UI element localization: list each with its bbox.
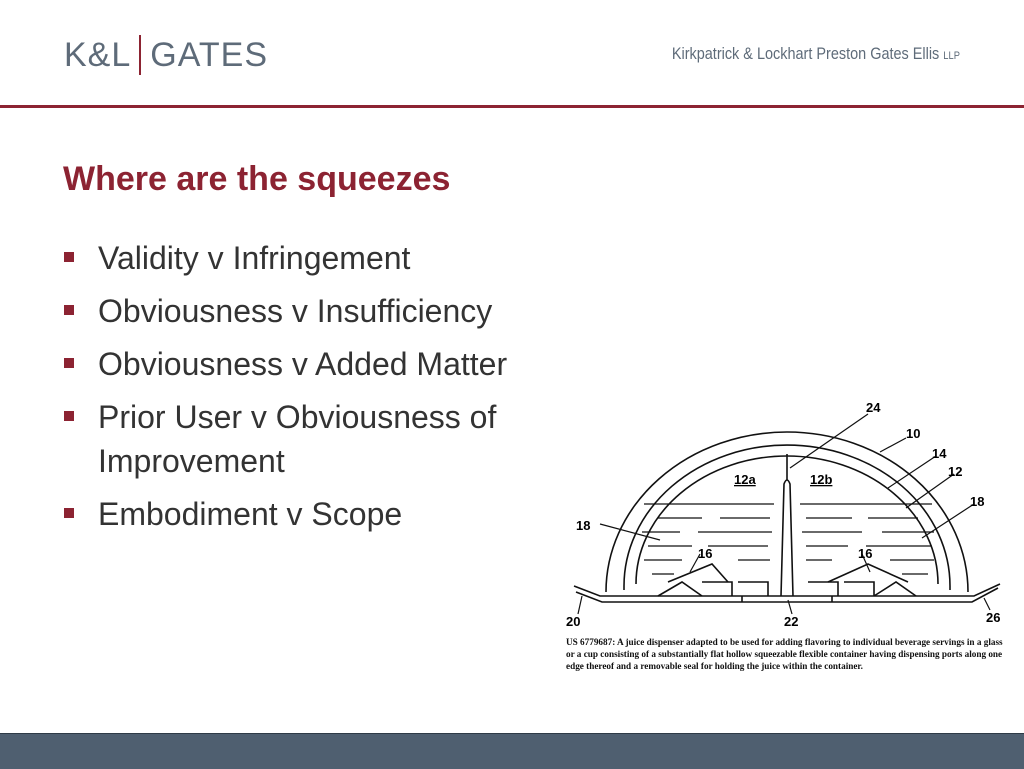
label-22: 22 [784, 614, 798, 629]
firm-name-text: Kirkpatrick & Lockhart Preston Gates Ell… [671, 44, 940, 63]
footer-bar [0, 733, 1024, 769]
bullet-square-icon [64, 508, 74, 518]
label-20: 20 [566, 614, 580, 629]
label-18-left: 18 [576, 518, 590, 533]
label-16-left: 16 [698, 546, 712, 561]
bullet-square-icon [64, 305, 74, 315]
bullet-item: Validity v Infringement [62, 236, 582, 280]
label-12b: 12b [810, 472, 832, 487]
bullet-square-icon [64, 358, 74, 368]
slide-title: Where are the squeezes [63, 160, 451, 198]
bullet-text: Obviousness v Added Matter [98, 346, 508, 382]
bullet-item: Prior User v Obviousness of Improvement [62, 395, 582, 483]
center-divider [780, 479, 794, 597]
header: K&L GATES Kirkpatrick & Lockhart Preston… [0, 0, 1024, 108]
header-rule [0, 105, 1024, 108]
label-12: 12 [948, 464, 962, 479]
kl-gates-logo: K&L GATES [64, 34, 268, 76]
bullet-text: Obviousness v Insufficiency [98, 293, 493, 329]
port-peaks [667, 563, 909, 583]
bullet-square-icon [64, 411, 74, 421]
label-18-right: 18 [970, 494, 984, 509]
base-plate [575, 587, 999, 603]
bullet-item: Embodiment v Scope [62, 492, 582, 536]
seal-strip [573, 583, 1001, 597]
label-10: 10 [906, 426, 920, 441]
bullet-list: Validity v Infringement Obviousness v In… [62, 236, 582, 545]
outer-housing [605, 431, 969, 593]
bullet-text: Prior User v Obviousness of Improvement [98, 399, 497, 479]
label-26: 26 [986, 610, 1000, 625]
logo-right: GATES [150, 35, 268, 74]
bullet-square-icon [64, 252, 74, 262]
bullet-text: Embodiment v Scope [98, 496, 403, 532]
firm-name: Kirkpatrick & Lockhart Preston Gates Ell… [672, 44, 960, 64]
port-row-right [808, 581, 917, 597]
label-16-right: 16 [858, 546, 872, 561]
label-12a: 12a [734, 472, 756, 487]
port-row-left [657, 581, 769, 597]
figure-caption: US 6779687: A juice dispenser adapted to… [566, 637, 1003, 671]
label-14: 14 [932, 446, 947, 461]
label-24: 24 [866, 400, 881, 415]
container-outer-wall [623, 444, 951, 590]
patent-drawing: 24 10 14 12 18 12a 12b 18 16 16 20 22 26 [566, 400, 1001, 629]
logo-left: K&L [64, 35, 132, 74]
bullet-item: Obviousness v Insufficiency [62, 289, 582, 333]
bullet-item: Obviousness v Added Matter [62, 342, 582, 386]
bullet-text: Validity v Infringement [98, 240, 411, 276]
logo-divider [139, 35, 142, 75]
firm-suffix: LLP [943, 50, 960, 62]
